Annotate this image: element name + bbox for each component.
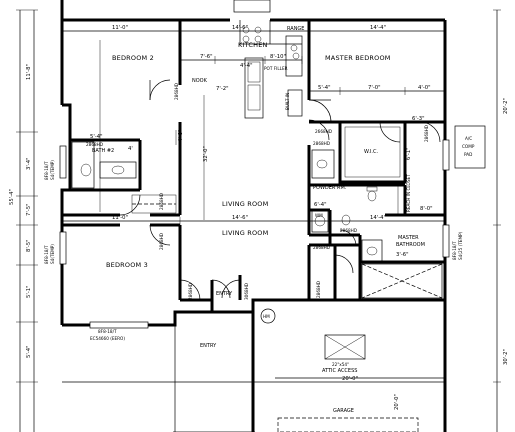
dim-left-seg1: 11'-8" <box>26 64 32 80</box>
code-window-right: 8F8-18/T <box>452 241 457 260</box>
attic-access <box>324 334 366 360</box>
label-wm: WM <box>315 213 323 218</box>
code-window-left-1: 8F8-18/T <box>44 161 49 180</box>
code-hm: HM <box>263 314 270 319</box>
dim-kitchen-b: 8'-10" <box>270 54 286 60</box>
code-door-d: 2868HD <box>159 233 164 250</box>
dim-top-right: 14'-4" <box>370 25 386 31</box>
dim-attic-w: 20'-0" <box>342 376 358 382</box>
dim-kitchen-c: 4'-4" <box>240 63 253 69</box>
dim-mid-right: 14'-4" <box>370 215 386 221</box>
dim-win: 6'-3" <box>412 116 425 122</box>
label-ac-1: A/C <box>465 136 472 141</box>
label-entry-small: ENTRY <box>216 291 233 297</box>
dim-mid-mid: 14'-6" <box>232 215 248 221</box>
code-window-left-2b: S4(TEMP) <box>50 244 55 264</box>
label-entry: ENTRY <box>200 343 217 349</box>
dim-pr: 6'-4" <box>314 202 327 208</box>
code-window-left-1b: S4(TEMP) <box>50 160 55 180</box>
label-pot-filler: POT FILLER <box>264 66 288 71</box>
dim-island: 4'-0" <box>178 129 184 142</box>
dim-garage-h: 20'-0" <box>394 394 400 410</box>
label-powder-rm: POWDER RM. <box>313 185 347 191</box>
dim-master-a: 5'-4" <box>318 85 331 91</box>
dim-master-b: 7'-0" <box>368 85 381 91</box>
dim-right-bottom: 30'-2" <box>503 349 509 365</box>
label-built-in: BUILT IN <box>285 93 290 110</box>
opening-codes: 2868HD 2868HD 2868HD 2868HD 2868HD 2868H… <box>44 83 463 341</box>
code-door-e: 2868HD <box>188 283 193 300</box>
dimension-text: 11'-0" 14'-6" 14'-4" 11'-0" 14'-6" 14'-4… <box>9 25 509 410</box>
dim-left-total: 55'-4" <box>9 189 15 205</box>
dim-kitchen-a: 7'-6" <box>200 54 213 60</box>
garage-door <box>277 417 419 432</box>
code-door-b: 2868HD <box>86 142 103 147</box>
bath-fixtures <box>71 126 443 299</box>
room-labels: BEDROOM 2 KITCHEN RANGE MASTER BEDROOM N… <box>92 26 475 414</box>
code-door-g: 2868HD <box>313 245 330 250</box>
dim-bath-w: 4' <box>128 146 133 152</box>
ac-pad <box>454 125 486 169</box>
code-door-c: 2868HD <box>159 193 164 210</box>
label-wic: W.I.C. <box>364 149 379 155</box>
code-door-h: 2868HD <box>340 228 357 233</box>
dim-mid-left: 11'-0" <box>112 215 128 221</box>
code-window-bottom: 8F8-18/T <box>98 329 117 334</box>
dim-right-top: 20'-2" <box>503 98 509 114</box>
dim-left-seg4: 8'-5" <box>26 239 32 252</box>
door-swings <box>119 79 441 301</box>
dim-left-seg2: 3'-4" <box>26 157 32 170</box>
code-door-j: 2868HD <box>424 125 429 142</box>
kitchen-fixtures <box>239 20 303 119</box>
label-master-bath-1: MASTER <box>398 235 419 241</box>
label-master-bedroom: MASTER BEDROOM <box>325 54 391 62</box>
label-ac-2: COMP <box>462 144 475 149</box>
code-door-a: 2868HD <box>174 83 179 100</box>
label-living-room-2: LIVING ROOM <box>222 229 268 237</box>
dim-wic: 6'-1" <box>406 147 412 160</box>
label-kitchen: KITCHEN <box>238 41 268 49</box>
code-window-right-b: S4(25 (TEMP) <box>458 231 463 260</box>
dim-master-c: 4'-0" <box>418 85 431 91</box>
code-door-f: 2868HD <box>313 141 330 146</box>
hm-marker <box>260 308 276 324</box>
dimension-lines <box>16 9 501 432</box>
label-range: RANGE <box>287 26 304 32</box>
label-nook: NOOK <box>192 78 208 84</box>
dim-left-seg3: 7'-5" <box>26 203 32 216</box>
label-reach-in-closet: REACH IN CLOSET <box>406 174 411 212</box>
dim-left-seg5: 5'-1" <box>26 285 32 298</box>
code-window-bottom-b: EC54660 (EERO) <box>90 336 125 341</box>
dim-left-seg6: 5'-4" <box>26 345 32 358</box>
label-ac-3: PAD <box>464 152 472 157</box>
dim-top-left: 11'-0" <box>112 25 128 31</box>
code-door-i: 2868HD <box>316 281 321 298</box>
label-master-bath-2: BATHROOM <box>396 242 425 248</box>
label-living-room-1: LIVING ROOM <box>222 200 268 208</box>
windows <box>59 139 450 329</box>
label-attic-access: ATTIC ACCESS <box>322 368 357 374</box>
dim-bath-d: 8'-0" <box>420 206 433 212</box>
dim-nook: 7'-2" <box>216 86 229 92</box>
code-door-2668: 2668HD <box>315 129 332 134</box>
code-window-left-2: 8F8-18/T <box>44 245 49 264</box>
dim-bath-w2: 5'-4" <box>90 134 103 140</box>
label-bedroom-3: BEDROOM 3 <box>106 261 148 269</box>
label-bath-2: BATH #2 <box>92 148 114 154</box>
dim-living-h: 32'-0" <box>203 146 209 162</box>
dim-closet: 3'-6" <box>396 252 409 258</box>
label-bedroom-2: BEDROOM 2 <box>112 54 154 62</box>
code-door-3068: 3068HD <box>244 283 249 300</box>
dim-top-mid: 14'-6" <box>232 25 248 31</box>
label-attic-size: 22"x54" <box>332 362 349 367</box>
label-garage: GARAGE <box>333 408 354 414</box>
